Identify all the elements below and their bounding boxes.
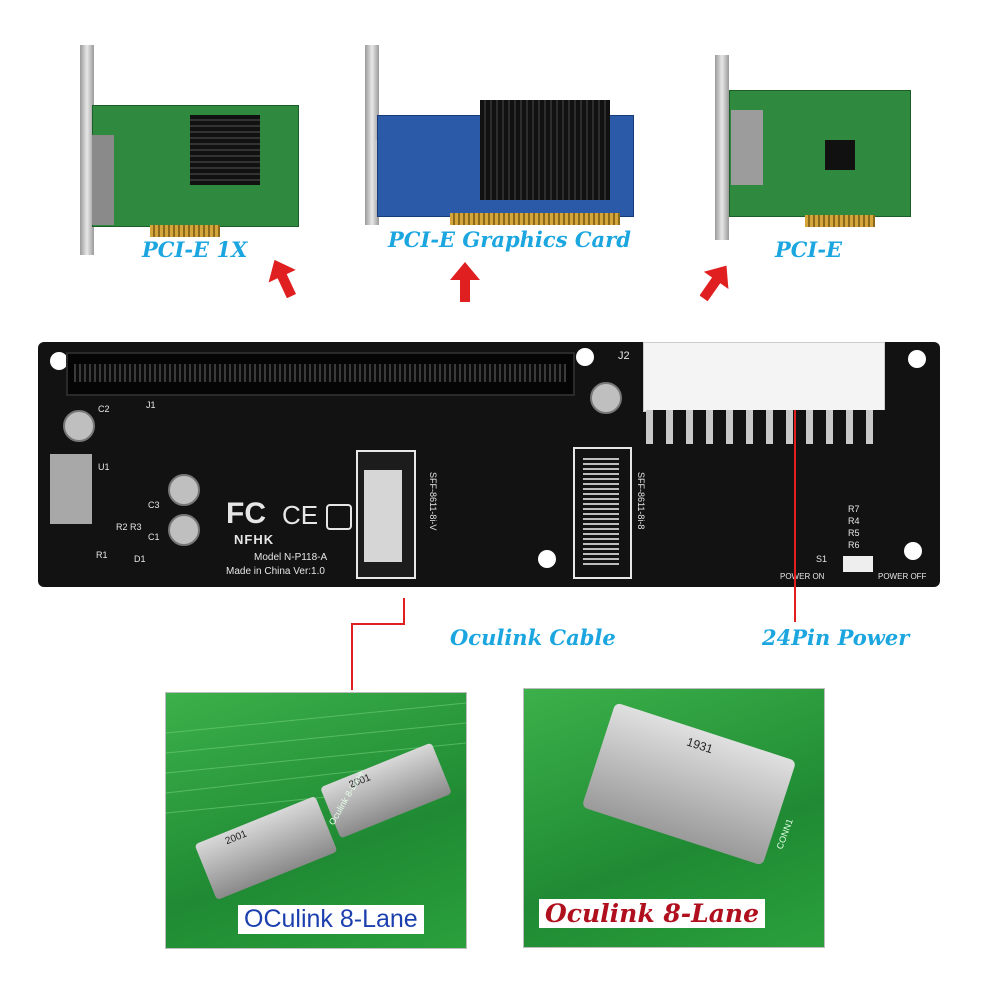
silk-u1: U1 (98, 462, 110, 472)
caption-oculink-left: OCulink 8-Lane (238, 905, 424, 934)
silk-r2: R2 (116, 522, 128, 532)
heatsink (190, 115, 260, 185)
arrow-up-center (450, 262, 480, 307)
pcie-x16-slot (66, 352, 575, 396)
fc-mark: FC (226, 497, 266, 530)
oculink-footprint (573, 447, 632, 579)
controller-chip (825, 140, 855, 170)
silk-r5: R5 (848, 528, 860, 538)
silk-r3: R3 (130, 522, 142, 532)
silk-j1: J1 (146, 400, 156, 410)
card-graphics (355, 45, 645, 225)
trace-lines (166, 702, 466, 814)
footprint-pads (583, 457, 619, 565)
label-pcie: PCI-E (775, 237, 843, 262)
gold-fingers (450, 213, 620, 225)
silk-c2: C2 (98, 404, 110, 414)
silk-connector-left: SFF-8611-8i-V (428, 472, 438, 531)
capacitor (63, 410, 95, 442)
label-pcie-1x: PCI-E 1X (142, 237, 248, 262)
atx-pin-row (646, 410, 886, 444)
silk-c1: C1 (148, 532, 160, 542)
chip-label: 1931 (684, 734, 715, 757)
silk-r4: R4 (848, 516, 860, 526)
photo-oculink-right: 1931 CONN1 Oculink 8-Lane (523, 688, 825, 948)
gold-fingers (150, 225, 220, 237)
card-pcie-1x (70, 45, 310, 255)
mount-hole (50, 352, 68, 370)
photo-oculink-left: 2001 2001 Oculink 8-Lane OCulink 8-Lane (165, 692, 467, 949)
adapter-board: J1 J2 C2 C3 C1 U1 R1 R2 R3 D1 FC CE NFHK… (38, 342, 940, 587)
power-switch (843, 556, 873, 572)
card-pcie-usb (705, 55, 915, 240)
silk-c3: C3 (148, 500, 160, 510)
mount-hole (904, 542, 922, 560)
pcb-conn-label: CONN1 (774, 817, 795, 851)
mount-hole (908, 350, 926, 368)
capacitor (590, 382, 622, 414)
arrow-up-right (699, 262, 734, 307)
silk-r6: R6 (848, 540, 860, 550)
made-in-text: Made in China Ver:1.0 (226, 566, 325, 577)
card-bracket (80, 45, 94, 255)
model-text: Model N-P118-A (254, 552, 328, 563)
usb-port-stack (731, 110, 763, 185)
power-off-label: POWER OFF (878, 572, 927, 581)
card-bracket (715, 55, 729, 240)
caption-oculink-right: Oculink 8-Lane (539, 899, 766, 928)
chip-label: 2001 (223, 828, 249, 848)
slot-pins (74, 364, 566, 382)
silk-r1: R1 (96, 550, 108, 560)
oculink-connector-c: 1931 (581, 702, 797, 866)
heatsink (480, 100, 610, 200)
kc-mark-icon (326, 504, 352, 530)
silk-j2: J2 (618, 350, 630, 362)
silk-r7: R7 (848, 504, 860, 514)
silk-s1: S1 (816, 554, 828, 564)
mount-hole (576, 348, 594, 366)
oculink-connector (356, 450, 416, 579)
rj45-port (92, 135, 114, 225)
arrow-up-left (268, 258, 298, 303)
silk-connector-right: SFF-8611-8i-8 (636, 472, 646, 530)
gold-fingers (805, 215, 875, 227)
label-graphics-card: PCI-E Graphics Card (388, 227, 631, 252)
mount-hole (538, 550, 556, 568)
callout-oculink-cable: Oculink Cable (450, 625, 616, 650)
capacitor (168, 474, 200, 506)
ce-mark: CE (282, 500, 319, 530)
voltage-regulator (50, 454, 92, 524)
brand-nfhk: NFHK (234, 532, 275, 547)
capacitor (168, 514, 200, 546)
atx-24pin-connector (643, 342, 885, 412)
callout-24pin-power: 24Pin Power (762, 625, 910, 650)
silk-d1: D1 (134, 554, 146, 564)
power-on-label: POWER ON (780, 572, 825, 581)
oculink-port (364, 470, 402, 562)
